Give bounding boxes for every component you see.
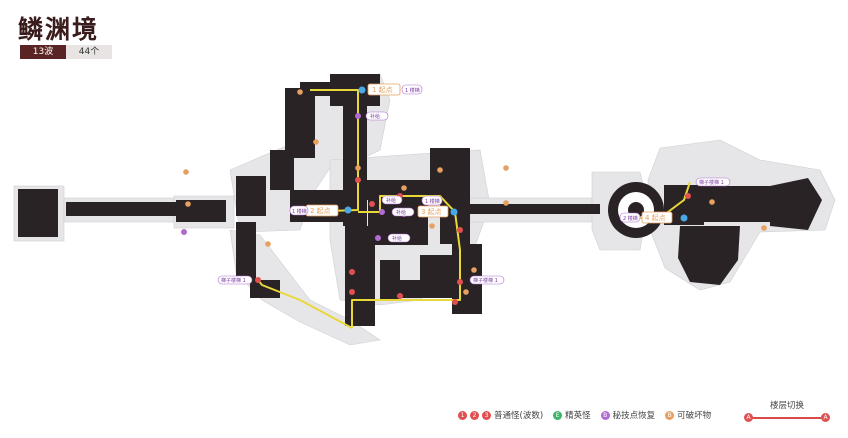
label-start-3-tag: 1 楼梯 xyxy=(425,198,440,205)
legend-normal-enemy: 1 2 3 普通怪(波数) xyxy=(458,409,543,421)
floor-switch-bar[interactable]: A A xyxy=(744,413,830,423)
label-start-2: 2 起点 xyxy=(310,207,331,215)
label-start-1: 1 起点 xyxy=(372,86,393,94)
label-start-1-tag: 1 楼梯 xyxy=(405,87,420,94)
legend-normal-label: 普通怪(波数) xyxy=(494,411,544,421)
label-start-2-tag: 1 楼梯 xyxy=(292,208,307,215)
map-label-start: 1 起点 1 楼梯 xyxy=(367,83,423,96)
supply-tag-d: 补给 xyxy=(386,197,396,204)
ladder-tag-east: 梯子楼梯 1 xyxy=(699,179,724,186)
supply-tag-c: 补给 xyxy=(392,235,402,242)
ladder-tag-left: 梯子楼梯 1 xyxy=(221,277,246,284)
legend-elite-label: 精英怪 xyxy=(565,411,591,421)
legend-red-1: 1 xyxy=(458,410,467,420)
map-label-3: 3 起点 1 楼梯 xyxy=(417,195,449,218)
stats-bar: 13波 44个 xyxy=(20,45,112,59)
enemy-markers xyxy=(255,177,691,305)
map-legend: 1 2 3 普通怪(波数) E 精英怪 B 秘技点恢复 B 可破坏物 xyxy=(458,409,721,421)
legend-red-2: 2 xyxy=(470,410,479,420)
legend-technique-icon: B xyxy=(600,410,610,420)
spawn-markers xyxy=(344,86,688,222)
page-title: 鳞渊境 xyxy=(18,15,100,44)
floor-switch-line xyxy=(748,417,826,419)
supply-tag-a: 补给 xyxy=(370,113,380,120)
map-label-4: 4 起点 2 楼梯 xyxy=(619,211,673,224)
destructible-markers xyxy=(183,89,767,295)
supply-tag-b: 补给 xyxy=(396,209,406,216)
legend-destructible: B 可破坏物 xyxy=(665,409,711,421)
floor-switch-left[interactable]: A xyxy=(744,413,753,422)
label-start-4: 4 起点 xyxy=(645,214,666,222)
map-label-2: 2 起点 1 楼梯 xyxy=(289,204,339,217)
legend-technique: B 秘技点恢复 xyxy=(600,409,656,421)
label-start-3: 3 起点 xyxy=(421,208,442,216)
label-start-4-tag: 2 楼梯 xyxy=(623,215,638,222)
enemy-count: 44个 xyxy=(66,45,112,59)
floor-switch-label: 楼层切换 xyxy=(769,401,804,411)
wave-count: 13波 xyxy=(20,45,66,59)
ladder-tag-right: 梯子楼梯 1 xyxy=(473,277,498,284)
floor-switch-right[interactable]: A xyxy=(821,413,830,422)
legend-destructible-label: 可破坏物 xyxy=(677,411,712,421)
legend-technique-label: 秘技点恢复 xyxy=(612,411,656,421)
legend-elite-icon: E xyxy=(553,410,563,420)
map-walls xyxy=(18,74,822,326)
floor-switch[interactable]: 楼层切换 A A xyxy=(744,399,830,423)
legend-red-3: 3 xyxy=(482,410,491,420)
supply-tags: 补给 补给 补给 补给 梯子楼梯 1 梯子楼梯 1 梯子楼梯 1 xyxy=(217,111,731,285)
legend-elite: E 精英怪 xyxy=(553,409,591,421)
legend-destructible-icon: B xyxy=(665,410,675,420)
